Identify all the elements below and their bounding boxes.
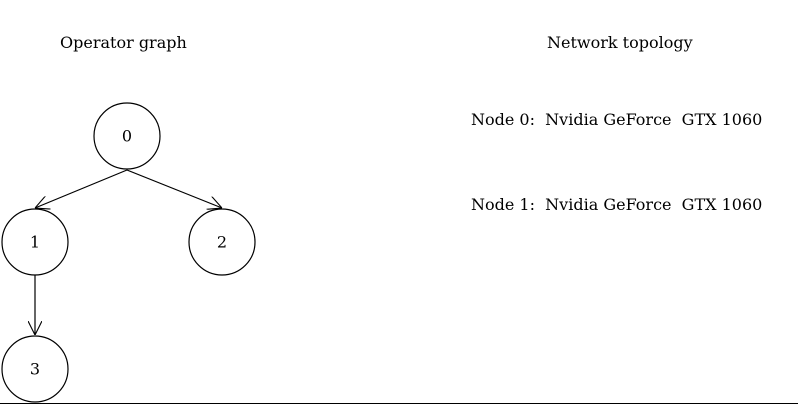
graph-edge-0-2: [126, 169, 222, 208]
graph-node-0: 0: [93, 102, 161, 170]
graph-node-label: 2: [217, 233, 227, 252]
graph-node-3: 3: [1, 335, 69, 403]
graph-node-label: 3: [30, 360, 40, 379]
bottom-divider: [0, 403, 798, 404]
graph-edge-0-1: [35, 169, 128, 208]
operator-graph-title: Operator graph: [60, 33, 187, 52]
graph-node-2: 2: [188, 208, 256, 276]
graph-node-label: 1: [30, 233, 40, 252]
topology-node-0: Node 0: Nvidia GeForce GTX 1060: [471, 110, 763, 129]
network-topology-title: Network topology: [547, 33, 693, 52]
graph-node-1: 1: [1, 208, 69, 276]
topology-node-1: Node 1: Nvidia GeForce GTX 1060: [471, 195, 763, 214]
graph-node-label: 0: [122, 127, 132, 146]
